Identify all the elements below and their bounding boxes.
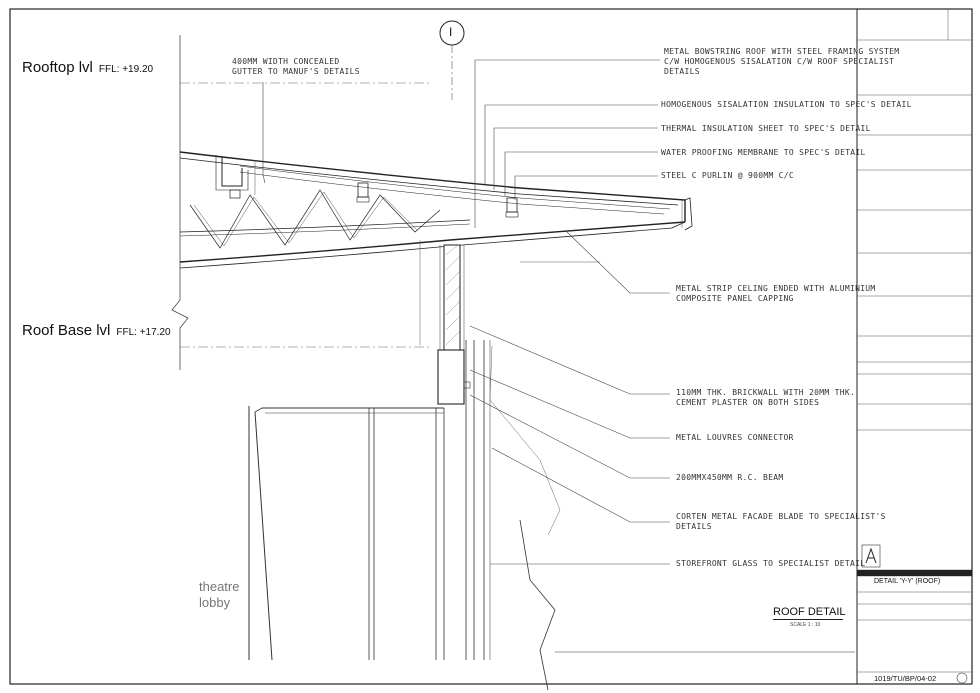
sheet-border (9, 8, 973, 685)
rc-beam (437, 349, 471, 405)
title-block-logo (857, 544, 972, 576)
brickwall-column (439, 244, 465, 351)
leader-lines (262, 59, 670, 565)
drawing-title-underline (773, 619, 843, 620)
drawing-scale: SCALE 1 : 10 (790, 622, 821, 628)
rooftop-level-label: Rooftop lvl FFL: +19.20 (22, 59, 153, 77)
callout-membrane: WATER PROOFING MEMBRANE TO SPEC'S DETAIL (661, 148, 866, 157)
title-block-frame (856, 8, 973, 685)
callout-beam: 200MMX450MM R.C. BEAM (676, 473, 784, 482)
callout-brickwall: 110MM THK. BRICKWALL WITH 20MM THK.CEMEN… (676, 388, 856, 407)
callout-louvres: METAL LOUVRES CONNECTOR (676, 433, 794, 442)
level-ffl: FFL: +19.20 (98, 64, 154, 75)
level-name: Roof Base lvl (22, 322, 111, 339)
sheet-title: DETAIL 'Y-Y' (ROOF) (874, 578, 941, 585)
storefront-glass (248, 406, 445, 661)
drawing-title: ROOF DETAIL (773, 606, 846, 618)
level-name: Rooftop lvl (22, 59, 93, 76)
callout-roof: METAL BOWSTRING ROOF WITH STEEL FRAMING … (664, 47, 900, 76)
callout-thermal: THERMAL INSULATION SHEET TO SPEC'S DETAI… (661, 124, 871, 133)
roof-assembly (179, 151, 693, 269)
roof-base-level-label: Roof Base lvl FFL: +17.20 (22, 322, 171, 340)
break-line-bottom (519, 519, 556, 691)
facade-outline (489, 345, 561, 536)
title-block-revision-circle (956, 672, 968, 684)
roof-dimension-marks (254, 160, 683, 345)
callout-storefront: STOREFRONT GLASS TO SPECIALIST DETAIL (676, 559, 866, 568)
callout-sisalation: HOMOGENOUS SISALATION INSULATION TO SPEC… (661, 100, 912, 109)
break-line-left (171, 35, 189, 370)
callout-purlin: STEEL C PURLIN @ 900MM C/C (661, 171, 795, 180)
grid-line-i (439, 20, 465, 100)
grid-mark-label: I (449, 25, 453, 39)
level-ffl: FFL: +17.20 (116, 327, 171, 338)
drawing-number: 1019/TU/BP/04-02 (874, 674, 937, 683)
callout-corten: CORTEN METAL FACADE BLADE TO SPECIALIST'… (676, 512, 886, 531)
